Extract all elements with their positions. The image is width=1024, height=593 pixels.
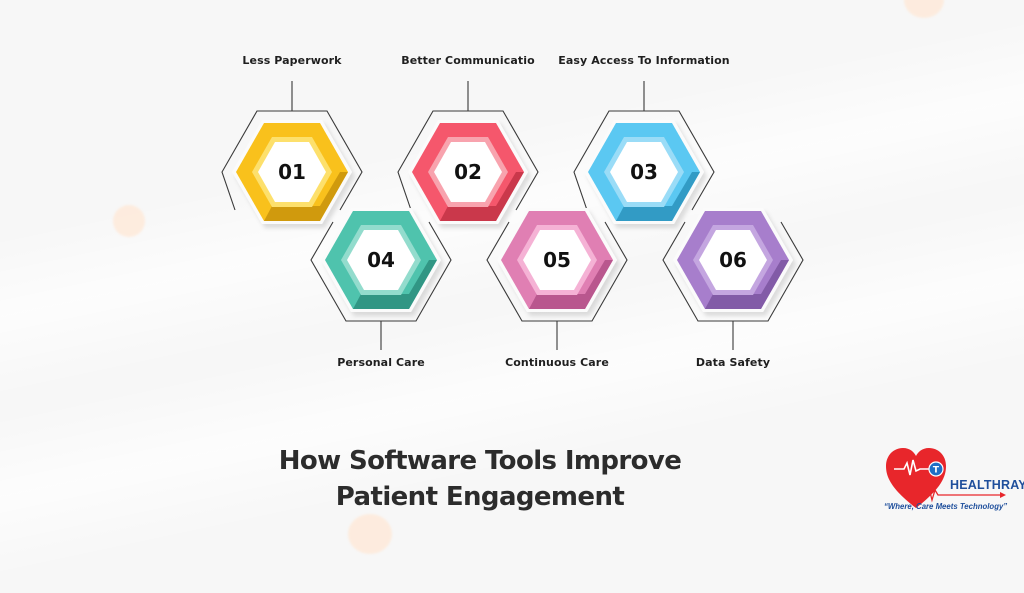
logo-brand-name: HEALTHRAY	[950, 478, 1024, 492]
step-label-06: Data Safety	[695, 356, 771, 369]
svg-text:T: T	[933, 466, 940, 476]
step-number: 01	[278, 160, 306, 184]
hexagon-center	[523, 230, 591, 290]
step-number: 06	[719, 248, 747, 272]
pulse-arrow-icon	[918, 485, 1000, 503]
page-title: How Software Tools Improve Patient Engag…	[279, 443, 682, 515]
decor-circle	[904, 0, 944, 18]
hexagon-center	[347, 230, 415, 290]
hexagon-group: 01 02 03 04 05 06	[232, 120, 793, 312]
step-label-03: Easy Access To Information	[558, 54, 730, 67]
step-label-02: Better Communicatio	[401, 54, 535, 67]
step-label-05: Continuous Care	[505, 356, 609, 369]
hexagon-step-03: 03	[584, 120, 704, 224]
step-number: 02	[454, 160, 482, 184]
step-label-01: Less Paperwork	[242, 54, 342, 67]
step-label-04: Personal Care	[337, 356, 425, 369]
hexagon-outlines	[221, 81, 804, 350]
hexagon-center	[258, 142, 326, 202]
hexagon-step-06: 06	[673, 208, 793, 312]
hexagon-step-02: 02	[408, 120, 528, 224]
logo-tagline: “Where, Care Meets Technology”	[884, 502, 1008, 511]
hexagon-step-05: 05	[497, 208, 617, 312]
step-number: 05	[543, 248, 571, 272]
hexagon-diagram: 01 02 03 04 05 06	[221, 81, 804, 350]
step-number: 04	[367, 248, 395, 272]
hexagon-center	[610, 142, 678, 202]
hexagon-center	[699, 230, 767, 290]
heartbeat-line-icon	[894, 459, 930, 476]
hexagon-step-01: 01	[232, 120, 352, 224]
title-line-1: How Software Tools Improve	[278, 446, 682, 476]
step-number: 03	[630, 160, 658, 184]
caduceus-badge-icon	[928, 461, 944, 477]
title-line-2: Patient Engagement	[335, 482, 625, 512]
hexagon-center	[434, 142, 502, 202]
heart-icon	[886, 448, 946, 508]
healthray-logo: T	[886, 448, 1006, 508]
decor-circle	[113, 205, 145, 237]
hexagon-step-04: 04	[321, 208, 441, 312]
